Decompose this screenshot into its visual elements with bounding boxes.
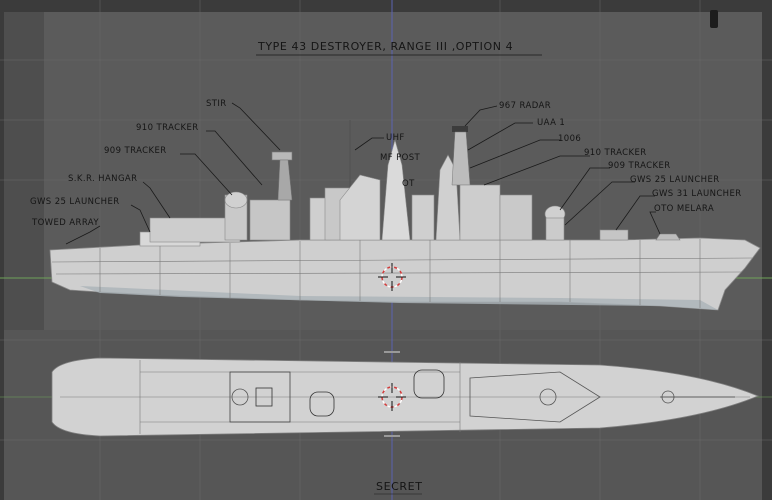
hull-waterline xyxy=(80,286,718,310)
fwd-deckhouse xyxy=(411,194,435,241)
viewport-corner-handle[interactable] xyxy=(710,10,718,28)
radar-967 xyxy=(452,126,468,132)
midships-house xyxy=(339,174,381,241)
label-oto-melara: OTO MELARA xyxy=(654,204,714,214)
label-ot: OT xyxy=(402,179,415,189)
drawing-title: TYPE 43 DESTROYER, RANGE III ,OPTION 4 xyxy=(257,40,513,53)
3d-cursor-plan[interactable] xyxy=(378,383,406,411)
oto-melara-gun xyxy=(655,233,681,241)
label-910-tracker-aft: 910 TRACKER xyxy=(136,123,199,133)
funnel-plan xyxy=(309,391,335,417)
aft-launcher-plan xyxy=(255,387,273,407)
leader-lines xyxy=(65,102,661,245)
label-uhf: UHF xyxy=(386,133,405,143)
label-967-radar: 967 RADAR xyxy=(499,101,551,111)
label-1006: 1006 xyxy=(558,134,581,144)
fwd-tracker-909 xyxy=(545,217,565,241)
drawing-footer: SECRET xyxy=(376,480,423,493)
bridge xyxy=(459,184,501,241)
label-stir: STIR xyxy=(206,99,227,109)
label-gws25-fwd: GWS 25 LAUNCHER xyxy=(630,175,720,185)
hangar-plan xyxy=(229,371,291,423)
label-909-tracker-fwd: 909 TRACKER xyxy=(608,161,671,171)
label-910-tracker-fwd: 910 TRACKER xyxy=(584,148,647,158)
label-skr-hangar: S.K.R. HANGAR xyxy=(68,174,137,184)
label-gws25-aft: GWS 25 LAUNCHER xyxy=(30,197,120,207)
aft-superstructure xyxy=(249,199,291,241)
aft-radome-plan xyxy=(231,388,249,406)
label-909-tracker-aft: 909 TRACKER xyxy=(104,146,167,156)
label-uaa1: UAA 1 xyxy=(537,118,565,128)
label-towed-array: TOWED ARRAY xyxy=(31,218,99,228)
fwd-radome-plan xyxy=(539,388,557,406)
side-elevation xyxy=(49,120,761,311)
bridge-fwd xyxy=(499,194,533,241)
aft-mast xyxy=(277,159,293,201)
aft-radome xyxy=(224,191,248,209)
mf-post xyxy=(381,138,411,241)
label-mf-post: MF POST xyxy=(380,153,421,163)
label-gws31: GWS 31 LAUNCHER xyxy=(652,189,742,199)
fwd-funnel-plan xyxy=(413,369,445,399)
hull-frames xyxy=(51,239,753,308)
stir-dish xyxy=(271,151,293,161)
bridge-plan xyxy=(469,371,601,423)
gws31-launcher xyxy=(599,229,629,241)
3d-cursor[interactable] xyxy=(378,263,406,291)
